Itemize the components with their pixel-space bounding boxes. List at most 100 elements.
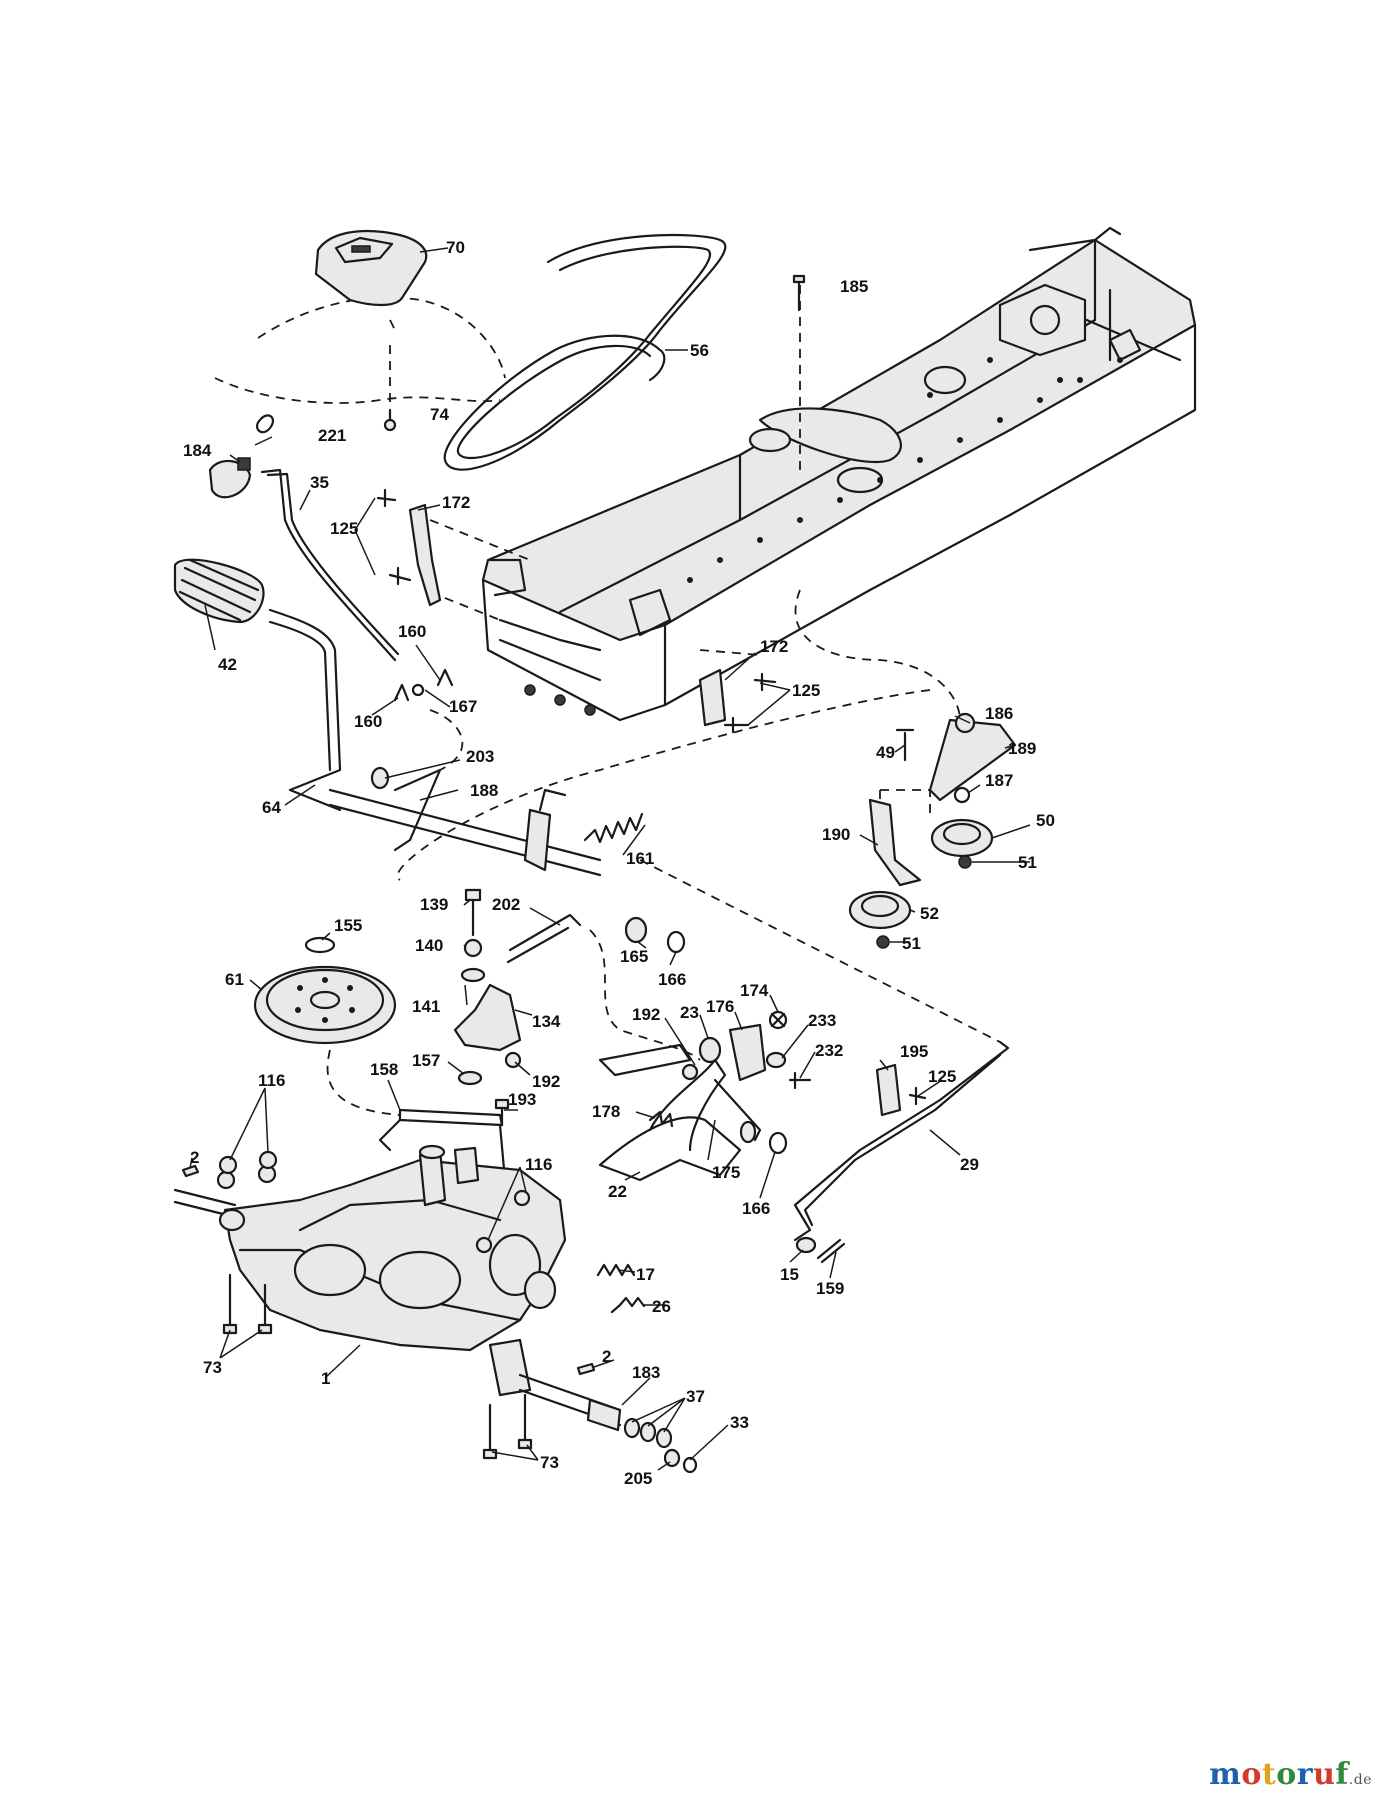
part-label: 165 xyxy=(620,947,648,966)
hood-outline xyxy=(214,296,506,404)
part-label: 160 xyxy=(354,712,382,731)
linkage-hardware-part xyxy=(698,1010,812,1090)
part-label: 160 xyxy=(398,622,426,641)
part-label: 232 xyxy=(815,1041,843,1060)
part-label: 42 xyxy=(218,655,237,674)
part-label: 49 xyxy=(876,743,895,762)
part-label: 116 xyxy=(525,1155,552,1174)
watermark-letter: m xyxy=(1209,1757,1242,1792)
part-label: 140 xyxy=(415,936,443,955)
part-label: 2 xyxy=(602,1347,611,1366)
mount-hardware-part xyxy=(453,888,699,1086)
part-label: 190 xyxy=(822,825,850,844)
part-label: 175 xyxy=(712,1163,740,1182)
spring-161-part xyxy=(583,812,644,844)
part-label: 17 xyxy=(636,1265,655,1284)
brackets-172-part xyxy=(376,488,777,734)
part-label: 221 xyxy=(318,426,346,445)
bolt-185-part xyxy=(792,274,806,312)
pedal-pad-42-part xyxy=(173,558,265,624)
part-label: 187 xyxy=(985,771,1013,790)
watermark-letter: o xyxy=(1276,1757,1297,1792)
bolts-73-part xyxy=(222,1273,533,1460)
part-label: 189 xyxy=(1008,739,1036,758)
part-label: 51 xyxy=(902,934,921,953)
part-label: 64 xyxy=(262,798,281,817)
springs-17-26-part xyxy=(596,1263,646,1314)
part-label: 195 xyxy=(900,1042,928,1061)
part-label: 174 xyxy=(740,981,769,1000)
part-label: 2 xyxy=(190,1148,199,1167)
transaxle-1-part xyxy=(173,1144,622,1427)
part-label: 35 xyxy=(310,473,329,492)
part-label: 1 xyxy=(321,1369,330,1388)
part-label: 157 xyxy=(412,1051,440,1070)
part-label: 183 xyxy=(632,1363,660,1382)
part-label: 159 xyxy=(816,1279,844,1298)
watermark-letter: t xyxy=(1261,1757,1277,1792)
idler-bracket-189-part xyxy=(895,712,1017,804)
part-label: 176 xyxy=(706,997,734,1016)
ring-155-part xyxy=(304,936,336,954)
part-label: 166 xyxy=(742,1199,770,1218)
part-label: 158 xyxy=(370,1060,398,1079)
cross-shaft-part xyxy=(328,766,602,877)
part-label: 203 xyxy=(466,747,494,766)
part-label: 184 xyxy=(183,441,212,460)
part-labels: 70 185 56 74 221 184 35 172 125 42 160 1… xyxy=(183,238,1055,1488)
part-label: 186 xyxy=(985,704,1013,723)
part-label: 155 xyxy=(334,916,362,935)
part-label: 178 xyxy=(592,1102,620,1121)
watermark-logo: motoruf.de xyxy=(1209,1757,1372,1792)
part-label: 185 xyxy=(840,277,868,296)
drive-belt-part xyxy=(443,233,727,471)
part-label: 37 xyxy=(686,1387,705,1406)
part-label: 205 xyxy=(624,1469,652,1488)
part-label: 188 xyxy=(470,781,498,800)
rod-202-part xyxy=(506,913,582,964)
watermark-tld: .de xyxy=(1348,1772,1372,1788)
part-label: 192 xyxy=(532,1072,560,1091)
dash-panel-part xyxy=(314,229,449,307)
part-label: 167 xyxy=(449,697,477,716)
part-label: 172 xyxy=(442,493,470,512)
keys-2-part xyxy=(181,1164,596,1376)
part-label: 50 xyxy=(1036,811,1055,830)
transmission-pulley-61-part xyxy=(253,965,397,1045)
idler-pulleys-part xyxy=(848,818,994,949)
watermark-letter: u xyxy=(1313,1757,1336,1792)
part-label: 26 xyxy=(652,1297,671,1316)
part-label: 22 xyxy=(608,1182,627,1201)
part-label: 139 xyxy=(420,895,448,914)
watermark-letter: o xyxy=(1241,1757,1262,1792)
axle-hardware-part xyxy=(586,1398,698,1474)
part-label: 70 xyxy=(446,238,465,257)
pin-15-159-part xyxy=(795,1236,846,1264)
pedal-arm-64-part xyxy=(268,608,342,812)
part-label: 193 xyxy=(508,1090,536,1109)
part-label: 73 xyxy=(203,1358,222,1377)
part-label: 161 xyxy=(626,849,654,868)
rod-29-part xyxy=(793,1040,1010,1242)
rod-35-part xyxy=(260,468,400,662)
part-label: 56 xyxy=(690,341,709,360)
part-label: 52 xyxy=(920,904,939,923)
part-label: 33 xyxy=(730,1413,749,1432)
part-label: 166 xyxy=(658,970,686,989)
part-label: 141 xyxy=(412,997,440,1016)
part-label: 74 xyxy=(430,405,449,424)
part-label: 125 xyxy=(792,681,820,700)
watermark-letter: r xyxy=(1296,1757,1314,1792)
screw-74-part xyxy=(383,408,397,432)
part-label: 172 xyxy=(760,637,788,656)
bracket-190-part xyxy=(868,798,922,887)
chassis-frame-part xyxy=(481,226,1197,722)
clips-160-167-part xyxy=(393,668,454,702)
part-label: 125 xyxy=(928,1067,956,1086)
part-label: 202 xyxy=(492,895,520,914)
part-label: 51 xyxy=(1018,853,1037,872)
clip-221-part xyxy=(255,414,275,434)
part-label: 73 xyxy=(540,1453,559,1472)
part-label: 192 xyxy=(632,1005,660,1024)
